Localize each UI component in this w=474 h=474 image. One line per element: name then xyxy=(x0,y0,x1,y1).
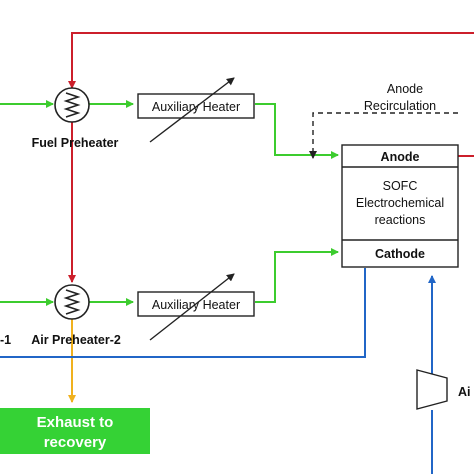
exhaust-box: Exhaust to recovery xyxy=(0,408,150,454)
anode-recirculation-label-1: Anode xyxy=(387,82,423,96)
auxiliary-heater-bottom: Auxiliary Heater xyxy=(137,273,255,341)
left-cut-label: -1 xyxy=(0,333,11,347)
fuel-preheater-label: Fuel Preheater xyxy=(32,136,119,150)
auxiliary-heater-top: Auxiliary Heater xyxy=(137,77,255,143)
air-compressor-icon xyxy=(416,369,448,410)
hot-stream-line xyxy=(68,32,474,283)
sofc-stack: Anode SOFC Electrochemical reactions Cat… xyxy=(341,144,459,268)
cathode-label: Cathode xyxy=(375,247,425,261)
sofc-title: SOFC xyxy=(383,179,418,193)
anode-recirculation-label-2: Recirculation xyxy=(364,99,436,113)
fuel-stream-line xyxy=(0,100,339,159)
aux-heater-bottom-label: Auxiliary Heater xyxy=(152,298,240,312)
variable-heat-arrow-icon xyxy=(149,77,235,143)
sofc-line2: Electrochemical xyxy=(356,196,444,210)
variable-heat-arrow-icon xyxy=(149,273,235,341)
air-preheater-icon xyxy=(54,284,90,320)
air-stream-line xyxy=(0,248,339,306)
air-preheater-label: Air Preheater-2 xyxy=(31,333,121,347)
anode-label: Anode xyxy=(381,150,420,164)
air-cut-label: Ai xyxy=(458,385,471,399)
anode-recirculation-line xyxy=(309,112,458,159)
exhaust-label-1: Exhaust to xyxy=(37,414,114,431)
exhaust-label-2: recovery xyxy=(44,434,107,451)
fuel-preheater-icon xyxy=(54,87,90,123)
sofc-line3: reactions xyxy=(375,213,426,227)
